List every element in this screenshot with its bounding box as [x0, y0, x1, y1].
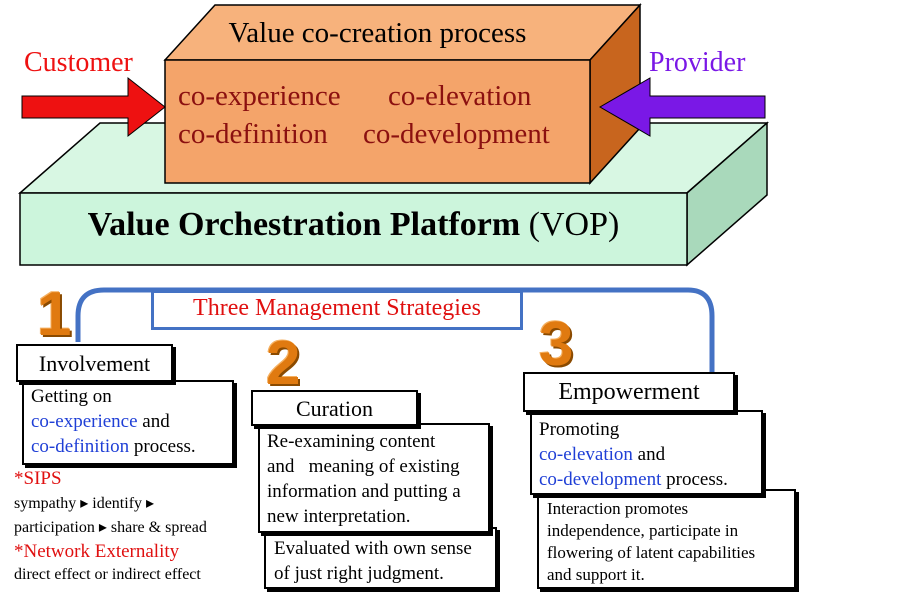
- platform-label-abbr: (VOP): [528, 206, 620, 243]
- customer-arrow: [21, 76, 166, 138]
- sips-title: *SIPS: [14, 468, 62, 489]
- strategy3-extra-line2: independence, participate in: [547, 521, 739, 540]
- strategy3-line2: co-elevation and: [539, 443, 665, 467]
- strategy2-extra-line2: of just right judgment.: [274, 563, 444, 584]
- strategy2-extra-box: [264, 527, 497, 589]
- network-externality-title: *Network Externality: [14, 541, 180, 562]
- strategy3-name: Empowerment: [558, 379, 700, 405]
- provider-arrow: [599, 77, 766, 137]
- strategy1-line3: co-definition process.: [31, 435, 196, 459]
- sips-line1: sympathy ▸ identify ▸: [14, 495, 155, 512]
- strategy2-name-box: [251, 390, 418, 426]
- strategy1-desc-box: [22, 380, 234, 465]
- strategy3-term-co-development: co-development: [539, 469, 662, 490]
- strategy3-extra-box: [537, 489, 796, 589]
- strategy1-name: Involvement: [38, 351, 151, 376]
- strategy1-number: 1: [37, 280, 72, 349]
- strategy2-extra-line1: Evaluated with own sense: [274, 538, 472, 559]
- process-term-co-experience: co-experience: [178, 80, 341, 112]
- strategy3-extra-line1: Interaction promotes: [547, 499, 689, 518]
- process-term-co-elevation: co-elevation: [388, 80, 532, 112]
- strategy3-line3: co-development process.: [539, 468, 728, 492]
- strategy2-desc-box: [258, 423, 490, 533]
- process-front-face: [164, 59, 591, 184]
- strategy1-line3-rest: process.: [129, 436, 196, 457]
- process-term-co-development: co-development: [363, 118, 550, 150]
- strategy3-name-box: [523, 372, 735, 412]
- strategy3-line1: Promoting: [539, 419, 620, 440]
- strategy3-number: 3: [539, 310, 574, 379]
- strategy3-extra-line4: and support it.: [547, 565, 645, 584]
- strategy3-extra-line3: flowering of latent capabilities: [547, 543, 756, 562]
- strategy2-number: 2: [266, 329, 301, 398]
- strategy2-desc-line2: and meaning of existing: [267, 456, 460, 477]
- process-term-co-definition: co-definition: [178, 118, 328, 150]
- strategy2-desc-line1: Re-examining content: [267, 431, 436, 452]
- platform-label-bold: Value Orchestration Platform: [87, 206, 521, 243]
- strategy1-term-co-experience: co-experience: [31, 411, 138, 432]
- platform-label: Value Orchestration Platform (VOP): [20, 206, 687, 244]
- strategy3-line3-rest: process.: [661, 469, 728, 490]
- sips-line2: participation ▸ share & spread: [14, 519, 207, 536]
- strategy1-term-co-definition: co-definition: [31, 436, 130, 457]
- strategy2-name: Curation: [296, 396, 373, 421]
- strategy1-line1: Getting on: [31, 386, 112, 407]
- strategies-title: Three Management Strategies: [193, 295, 481, 321]
- provider-label: Provider: [649, 47, 746, 78]
- strategy3-term-co-elevation: co-elevation: [539, 444, 633, 465]
- strategy2-desc-line4: new interpretation.: [267, 506, 411, 527]
- customer-label: Customer: [24, 47, 133, 78]
- process-title: Value co-creation process: [228, 17, 527, 49]
- strategy1-line2-rest: and: [137, 411, 170, 432]
- network-externality-line: direct effect or indirect effect: [14, 566, 201, 583]
- strategy3-line2-rest: and: [632, 444, 666, 465]
- strategy1-name-box: [16, 344, 173, 382]
- strategies-title-box: [151, 290, 523, 330]
- platform-front-face: [19, 192, 688, 266]
- strategy1-line2: co-experience and: [31, 410, 170, 434]
- strategy2-desc-line3: information and putting a: [267, 481, 461, 502]
